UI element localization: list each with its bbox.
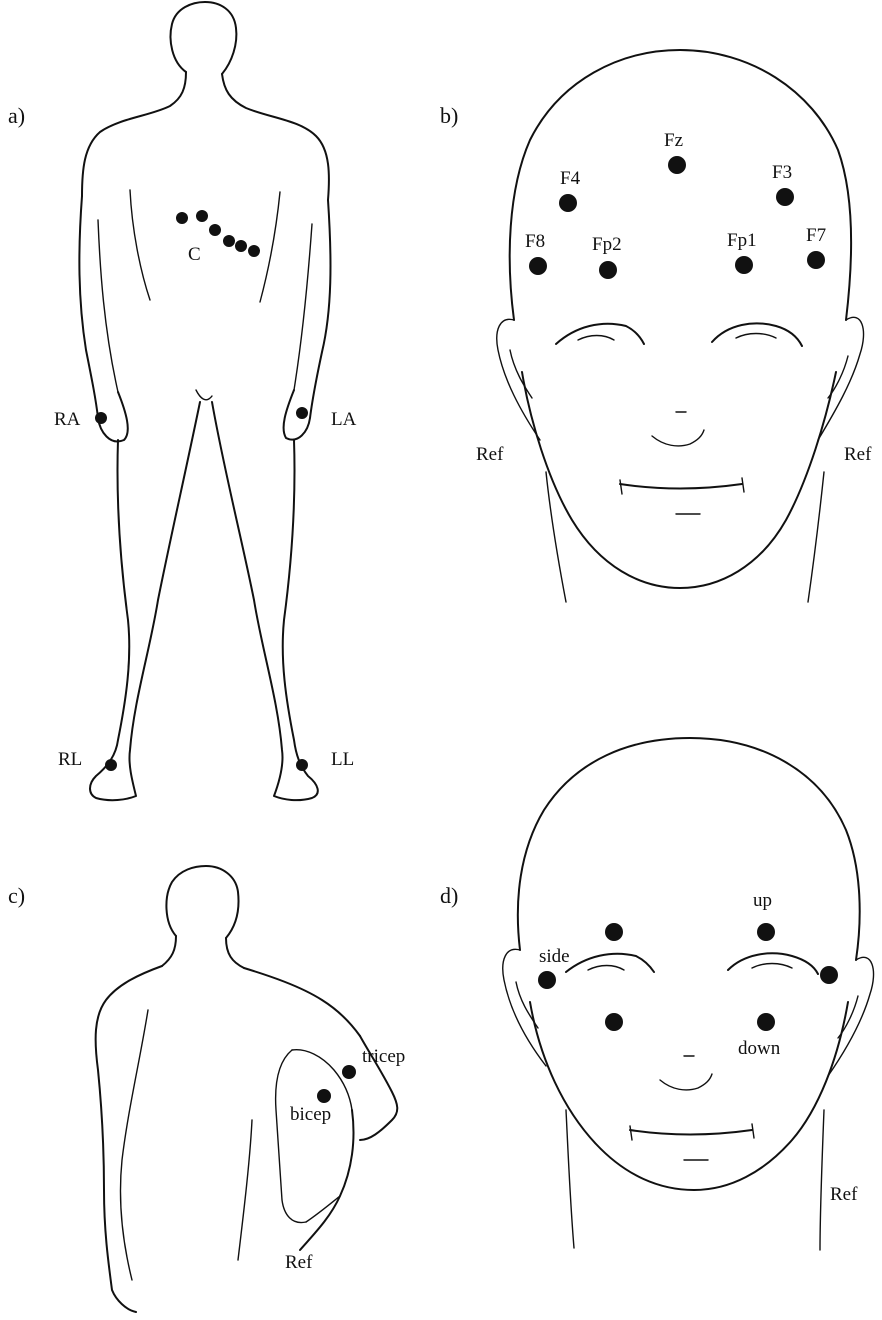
electrode-f8 <box>529 257 547 275</box>
electrode-label-ra: RA <box>54 409 81 430</box>
panel-a: a) <box>8 2 357 800</box>
electrode-label-f7: F7 <box>806 225 826 246</box>
electrode-label-tricep: tricep <box>362 1046 405 1067</box>
electrode-fp1 <box>735 256 753 274</box>
electrode-up-right <box>605 923 623 941</box>
panel-b-label: b) <box>440 103 458 128</box>
electrode-chest-4 <box>223 235 235 247</box>
panel-b: b) F <box>440 50 872 602</box>
electrode-chest-1 <box>176 212 188 224</box>
electrode-label-rl: RL <box>58 749 82 770</box>
electrode-label-ref-c: Ref <box>285 1252 313 1273</box>
electrode-fp2 <box>599 261 617 279</box>
electrode-side-left <box>820 966 838 984</box>
electrode-label-fz: Fz <box>664 130 683 151</box>
electrode-side-right <box>538 971 556 989</box>
electrode-label-fp2: Fp2 <box>592 234 622 255</box>
electrode-label-f4: F4 <box>560 168 581 189</box>
electrode-label-bicep: bicep <box>290 1104 331 1125</box>
electrode-chest-2 <box>196 210 208 222</box>
electrode-rl <box>105 759 117 771</box>
panel-c-label: c) <box>8 883 25 908</box>
electrode-label-la: LA <box>331 409 357 430</box>
electrode-f7 <box>807 251 825 269</box>
electrode-label-fp1: Fp1 <box>727 230 757 251</box>
electrode-chest-6 <box>248 245 260 257</box>
electrode-la <box>296 407 308 419</box>
electrode-f4 <box>559 194 577 212</box>
panel-a-label: a) <box>8 103 25 128</box>
electrode-down-left <box>757 1013 775 1031</box>
electrode-chest-5 <box>235 240 247 252</box>
electrode-fz <box>668 156 686 174</box>
face-outline-d <box>503 738 874 1250</box>
panel-d: d) s <box>440 738 874 1250</box>
electrode-label-ref-left: Ref <box>844 444 872 465</box>
electrode-label-ll: LL <box>331 749 354 770</box>
electrode-label-side: side <box>539 946 570 967</box>
electrode-label-f8: F8 <box>525 231 545 252</box>
electrode-label-f3: F3 <box>772 162 792 183</box>
electrode-label-up: up <box>753 890 772 911</box>
electrode-label-down: down <box>738 1038 781 1059</box>
panel-c: c) tricep bicep Ref <box>8 866 405 1312</box>
electrode-chest-3 <box>209 224 221 236</box>
torso-arm-outline <box>96 866 398 1312</box>
body-figure-outline <box>79 2 330 800</box>
panel-d-label: d) <box>440 883 458 908</box>
electrode-label-ref-d: Ref <box>830 1184 858 1205</box>
electrode-bicep <box>317 1089 331 1103</box>
electrode-label-c: C <box>188 244 201 265</box>
electrode-ra <box>95 412 107 424</box>
electrode-ll <box>296 759 308 771</box>
electrode-up-left <box>757 923 775 941</box>
electrode-f3 <box>776 188 794 206</box>
electrode-label-ref-right: Ref <box>476 444 504 465</box>
electrode-down-right <box>605 1013 623 1031</box>
electrode-tricep <box>342 1065 356 1079</box>
